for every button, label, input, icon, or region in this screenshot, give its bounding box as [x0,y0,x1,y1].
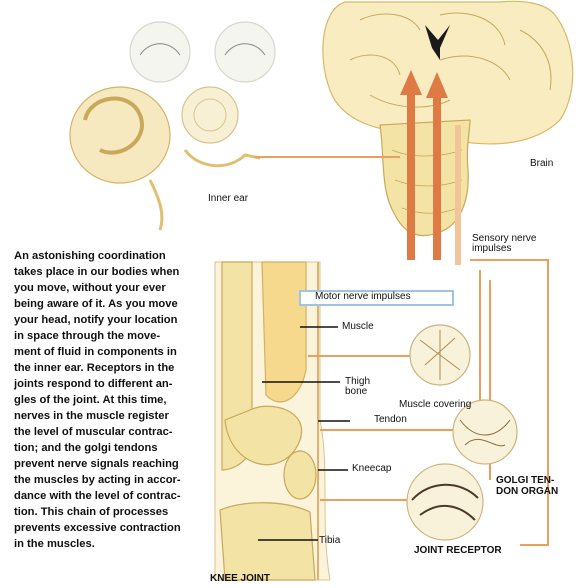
paragraph-line: the inner ear. Receptors in the [14,362,175,374]
thigh-bone-label-2: bone [345,386,368,397]
nerve-arrows [400,70,461,265]
tendon-label: Tendon [374,414,407,425]
paragraph-line: tion. This chain of processes [14,506,169,518]
joint-receptor-label: JOINT RECEPTOR [414,545,502,556]
inner-ear-label: Inner ear [208,193,249,204]
knee-illustration [214,261,331,581]
paragraph-line: in space through the move- [14,330,161,342]
paragraph-line: nerves in the muscle register [14,410,169,422]
paragraph-line: the level of muscular contrac- [14,426,173,438]
paragraph-line: dance with the level of contrac- [14,490,181,502]
paragraph-line: your head, notify your location [14,314,178,326]
paragraph-line: in the muscles. [14,538,95,550]
paragraph-line: An astonishing coordination [14,250,166,262]
motor-nerve-box [299,290,454,306]
paragraph-line: prevent nerve signals reaching [14,458,179,470]
golgi-label-1: GOLGI TEN- [496,475,555,486]
knee-joint-label: KNEE JOINT [210,573,271,584]
motor-nerve-label: Motor nerve impulses [315,291,411,302]
paragraph-line: gles of the joint. At this time, [14,394,167,406]
paragraph-line: joints respond to different an- [14,378,173,390]
muscle-covering-label: Muscle covering [399,399,472,410]
inner-ear-illustration [69,21,276,231]
thigh-bone-label-1: Thigh [345,376,371,387]
label-pointers [258,326,350,541]
kneecap-label: Kneecap [352,463,392,474]
golgi-label-2: DON ORGAN [496,486,559,497]
joint-receptor-detail [406,463,484,541]
sensory-nerve-label-2: impulses [472,243,512,254]
paragraph-line: being aware of it. As you move [14,298,178,310]
paragraph-line: the muscles by acting in accor- [14,474,181,486]
muscle-label: Muscle [342,321,374,332]
brain-illustration [322,0,574,237]
paragraph-line: takes place in our bodies when [14,266,180,278]
paragraph-line: tion; and the golgi tendons [14,442,158,454]
tibia-label: Tibia [319,535,341,546]
paragraph-line: ment of fluid in components in [14,346,177,358]
body-paragraph: An astonishing coordination takes place … [14,248,212,552]
paragraph-line: you move, without your ever [14,282,166,294]
golgi-tendon-detail [452,399,518,465]
sensory-nerve-label-1: Sensory nerve [472,233,537,244]
brain-label: Brain [530,158,554,169]
paragraph-line: prevents excessive contraction [14,522,181,534]
